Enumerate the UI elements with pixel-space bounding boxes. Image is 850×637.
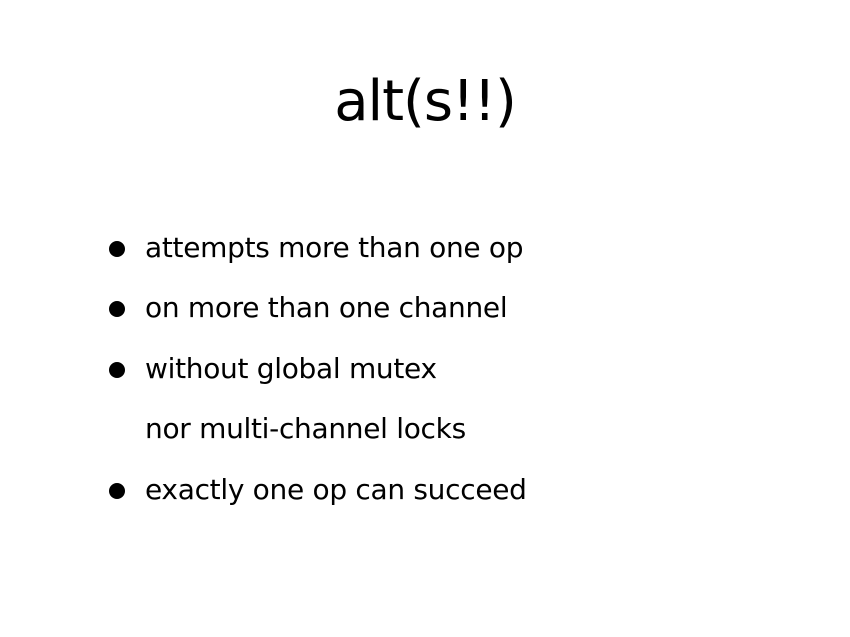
bullet-text: attempts more than one op [145, 231, 524, 264]
bullet-dot-icon [109, 301, 125, 317]
slide-title: alt(s!!) [334, 69, 517, 134]
bullet-dot-icon [109, 483, 125, 499]
bullet-item: exactly one op can succeed [0, 470, 850, 510]
bullet-text: without global mutex [145, 352, 437, 385]
bullet-item: on more than one channel [0, 288, 850, 328]
bullet-text: on more than one channel [145, 291, 508, 324]
bullet-dot-icon [109, 241, 125, 257]
bullet-continuation: nor multi-channel locks [0, 409, 850, 449]
bullet-dot-icon [109, 362, 125, 378]
bullet-text: exactly one op can succeed [145, 473, 527, 506]
bullet-item: attempts more than one op [0, 228, 850, 268]
bullet-item: without global mutex [0, 349, 850, 389]
bullet-continuation-text: nor multi-channel locks [145, 412, 466, 445]
